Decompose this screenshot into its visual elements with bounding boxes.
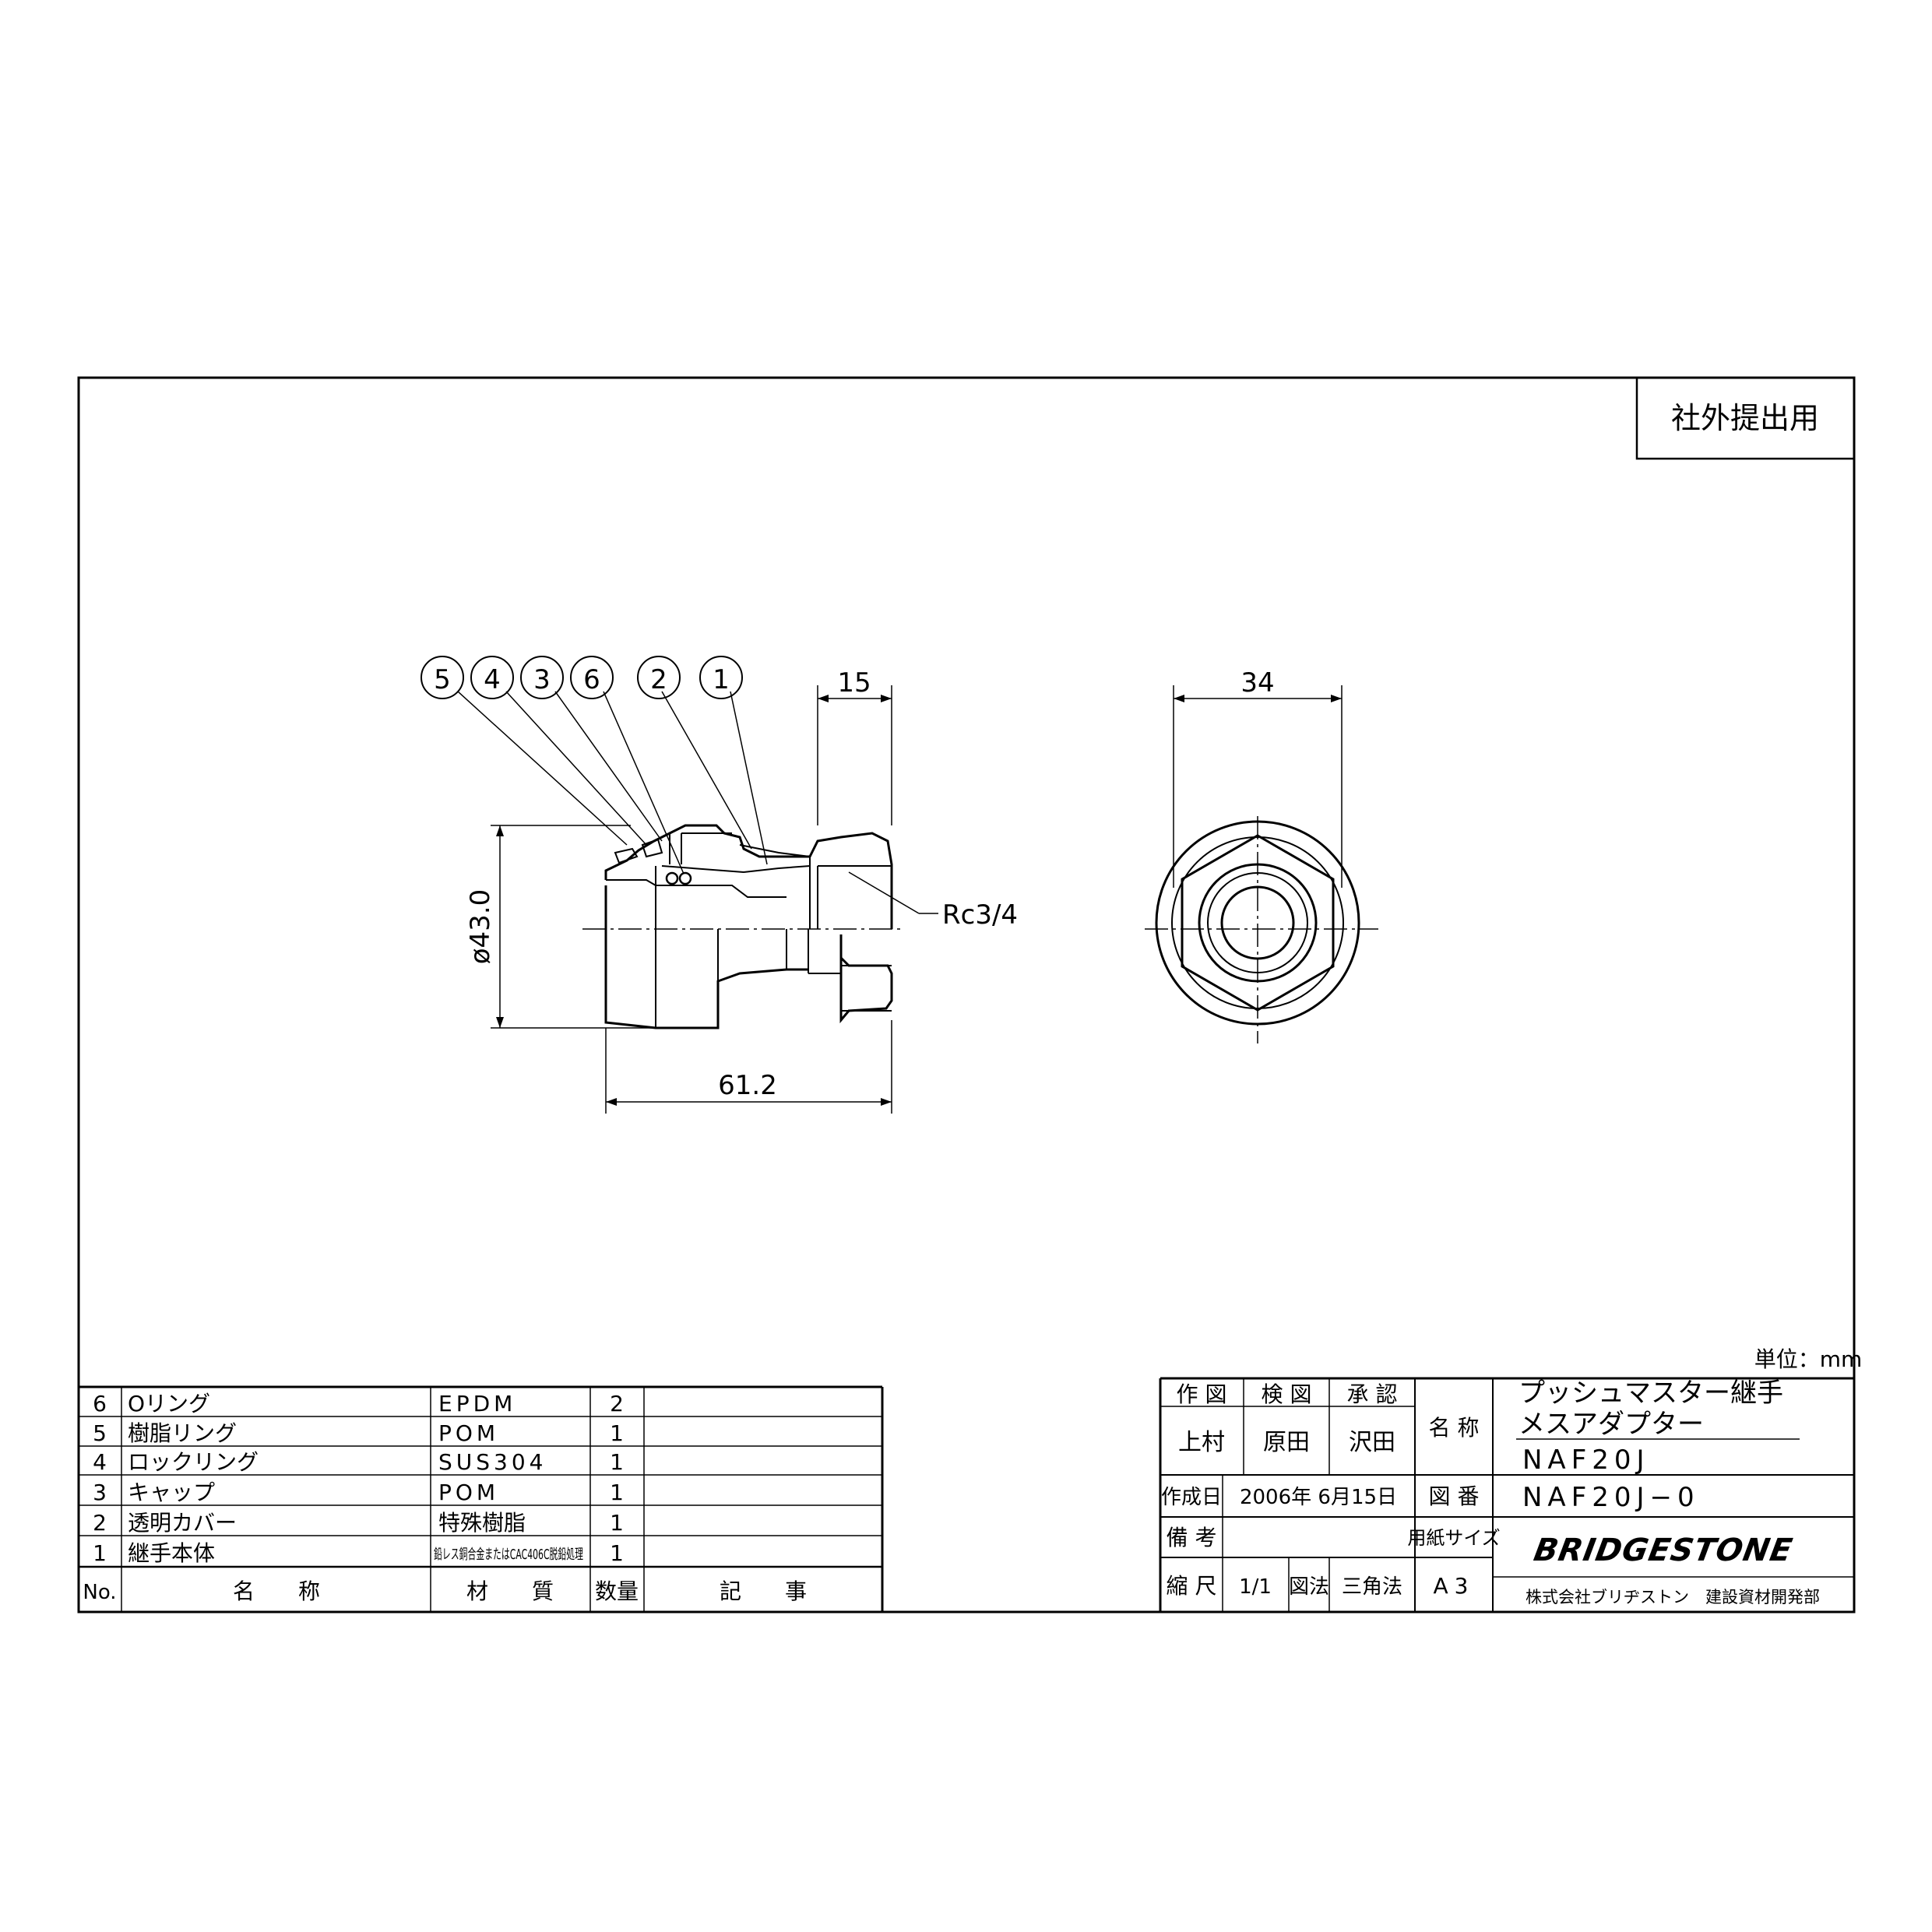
drawn-by: 上村 bbox=[1178, 1429, 1225, 1456]
approved-label: 承 認 bbox=[1347, 1381, 1398, 1407]
parts-row-qty: 2 bbox=[610, 1391, 624, 1416]
end-view bbox=[1155, 685, 1360, 1043]
checked-label: 検 図 bbox=[1262, 1381, 1312, 1407]
svg-text:6: 6 bbox=[583, 664, 600, 695]
parts-header-no: No. bbox=[83, 1581, 116, 1604]
o-ring-1 bbox=[665, 871, 679, 885]
parts-row-name: Oリング bbox=[128, 1391, 210, 1416]
bore-circle bbox=[1220, 885, 1295, 960]
paper-label: 用紙サイズ bbox=[1407, 1527, 1500, 1549]
balloon-4: 4 bbox=[470, 656, 514, 699]
svg-text:5: 5 bbox=[434, 664, 451, 695]
scale-label: 縮 尺 bbox=[1167, 1573, 1217, 1599]
balloon-2: 2 bbox=[637, 656, 681, 699]
product-name-2: メスアダプター bbox=[1519, 1409, 1704, 1440]
method-value: 三角法 bbox=[1342, 1575, 1402, 1599]
product-name-1: プッシュマスター継手 bbox=[1519, 1378, 1783, 1409]
parts-row-material: EPDM bbox=[438, 1391, 516, 1416]
o-ring-2 bbox=[678, 871, 692, 885]
parts-row-material: SUS304 bbox=[438, 1449, 547, 1475]
unit-label: 単位：mm bbox=[1754, 1346, 1863, 1372]
stamp-text: 社外提出用 bbox=[1671, 401, 1819, 435]
parts-row-material: POM bbox=[438, 1480, 499, 1505]
parts-header-name: 名 称 bbox=[233, 1578, 320, 1604]
parts-row-no: 2 bbox=[93, 1510, 107, 1536]
bridgestone-logo: BRIDGESTONE bbox=[1531, 1532, 1796, 1568]
svg-text:3: 3 bbox=[533, 664, 551, 695]
company-name: 株式会社ブリヂストン 建設資材開発部 bbox=[1526, 1588, 1820, 1606]
parts-header-note: 記 事 bbox=[720, 1578, 807, 1604]
drawing-no: NAF20J−0 bbox=[1522, 1482, 1700, 1513]
thread-label: Rc3/4 bbox=[942, 899, 1018, 931]
parts-row-name: ロックリング bbox=[128, 1449, 259, 1475]
product-code: NAF20J bbox=[1522, 1445, 1650, 1476]
stamp-box: 社外提出用 bbox=[1635, 378, 1854, 460]
parts-row-qty: 1 bbox=[610, 1510, 624, 1536]
parts-row-no: 4 bbox=[93, 1449, 107, 1475]
dim-15-label: 15 bbox=[837, 667, 871, 699]
paper-value: A3 bbox=[1434, 1573, 1475, 1599]
parts-row-no: 1 bbox=[93, 1540, 107, 1566]
date-label: 作成日 bbox=[1161, 1486, 1222, 1509]
parts-row-material: 特殊樹脂 bbox=[438, 1510, 526, 1536]
approved-by: 沢田 bbox=[1349, 1429, 1395, 1456]
hex-nut bbox=[839, 934, 893, 1024]
scale-value: 1/1 bbox=[1239, 1575, 1272, 1599]
parts-row-qty: 1 bbox=[610, 1480, 624, 1505]
date-value: 2006年 6月15日 bbox=[1240, 1486, 1397, 1509]
parts-row-no: 5 bbox=[93, 1420, 107, 1446]
parts-row-material: POM bbox=[438, 1420, 499, 1446]
method-label: 図法 bbox=[1289, 1575, 1329, 1599]
balloon-1: 1 bbox=[699, 656, 743, 699]
parts-row-no: 3 bbox=[93, 1480, 107, 1505]
svg-text:4: 4 bbox=[484, 664, 501, 695]
parts-row-name: 継手本体 bbox=[128, 1540, 215, 1566]
name-label: 名 称 bbox=[1429, 1415, 1480, 1441]
balloon-5: 5 bbox=[421, 656, 464, 699]
outer-circle bbox=[1155, 820, 1360, 1026]
balloon-3: 3 bbox=[520, 656, 564, 699]
svg-text:1: 1 bbox=[713, 664, 730, 695]
hex-outline bbox=[1181, 834, 1335, 1012]
dim-34-label: 34 bbox=[1240, 667, 1274, 699]
svg-text:2: 2 bbox=[650, 664, 667, 695]
drawing-no-label: 図 番 bbox=[1429, 1483, 1480, 1509]
parts-header-material: 材 質 bbox=[466, 1578, 554, 1604]
balloon-6: 6 bbox=[570, 656, 614, 699]
parts-table bbox=[79, 1385, 884, 1612]
title-block bbox=[1159, 1377, 1854, 1612]
body-outline bbox=[604, 885, 808, 1029]
section-view bbox=[457, 685, 1378, 1114]
parts-row-no: 6 bbox=[93, 1391, 107, 1416]
dim-612-label: 61.2 bbox=[718, 1070, 777, 1101]
parts-row-qty: 1 bbox=[610, 1540, 624, 1566]
parts-header-qty: 数量 bbox=[595, 1578, 639, 1604]
checked-by: 原田 bbox=[1263, 1429, 1310, 1456]
parts-row-qty: 1 bbox=[610, 1449, 624, 1475]
parts-row-material: 鉛レス銅合金またはCAC406C脱鉛処理 bbox=[434, 1547, 583, 1563]
remarks-label: 備 考 bbox=[1167, 1525, 1217, 1550]
parts-row-name: 樹脂リング bbox=[128, 1420, 237, 1446]
parts-row-qty: 1 bbox=[610, 1420, 624, 1446]
parts-row-name: キャップ bbox=[128, 1480, 215, 1505]
drawing-border bbox=[77, 376, 1856, 1614]
dim-43-label: ø43.0 bbox=[465, 889, 496, 965]
drawn-label: 作 図 bbox=[1177, 1381, 1227, 1407]
upper-section bbox=[604, 824, 893, 929]
parts-row-name: 透明カバー bbox=[128, 1510, 237, 1536]
